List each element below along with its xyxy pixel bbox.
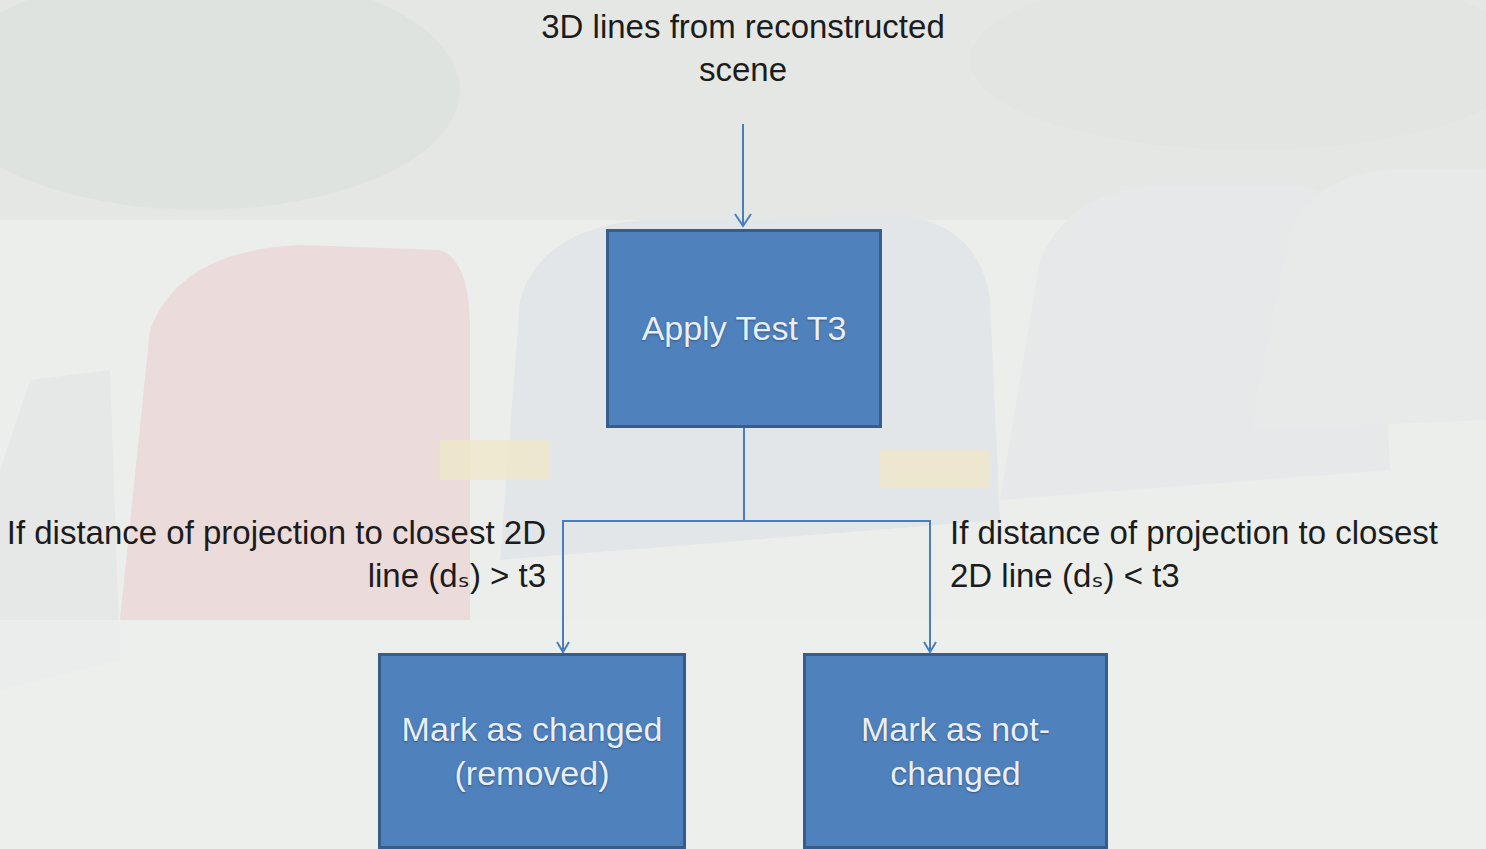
box-text-group: Apply Test T3 — [642, 306, 847, 350]
branch-condition: If distance of projection to closest 2D … — [6, 512, 546, 598]
branch-condition: If distance of projection to closest 2D … — [950, 512, 1480, 598]
box-label: Mark as not-changed — [820, 707, 1091, 795]
label-text: 3D lines from reconstructed scene — [541, 8, 945, 88]
input-label: 3D lines from reconstructed scene — [523, 6, 963, 92]
process-box: Apply Test T3 — [606, 229, 882, 428]
box-text-group: Mark as changed (removed) — [395, 707, 669, 795]
flow-connector — [563, 428, 744, 652]
result-box: Mark as not-changed — [803, 653, 1108, 849]
flow-connector — [744, 428, 930, 652]
condition-text: If distance of projection to closest 2D … — [950, 514, 1438, 594]
condition-text: If distance of projection to closest 2D … — [7, 514, 546, 594]
result-box: Mark as changed (removed) — [378, 653, 686, 849]
box-label: Mark as changed (removed) — [395, 707, 669, 795]
box-text-group: Mark as not-changed — [820, 707, 1091, 795]
box-label: Apply Test T3 — [642, 306, 847, 350]
